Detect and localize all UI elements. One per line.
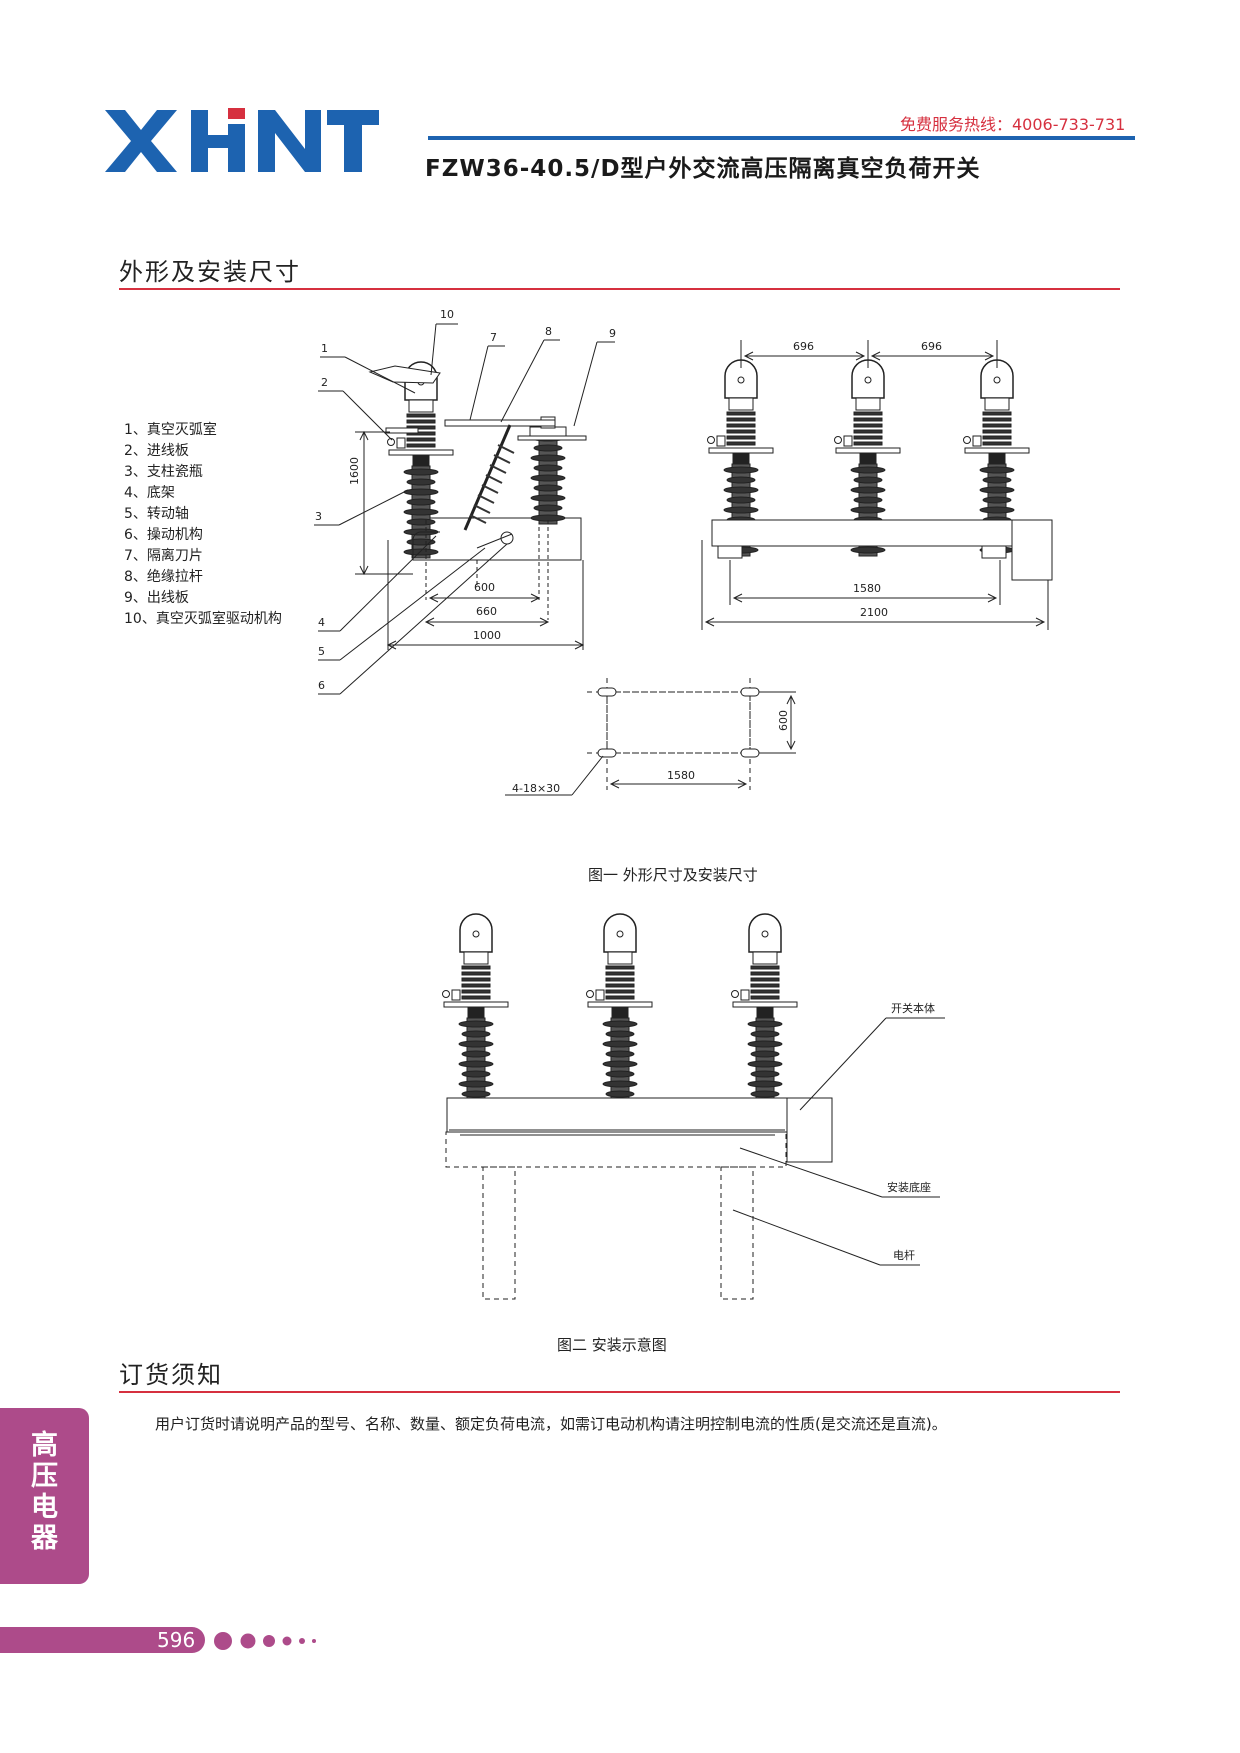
dim-pitch-b: 696 bbox=[921, 340, 942, 353]
dim-2100: 2100 bbox=[860, 606, 888, 619]
legend-item: 9、出线板 bbox=[124, 590, 189, 606]
label-mounting-base: 安装底座 bbox=[887, 1180, 931, 1194]
dim-holes: 4-18×30 bbox=[512, 782, 560, 795]
section-title-ordering: 订货须知 bbox=[119, 1361, 223, 1389]
dim-pitch-a: 696 bbox=[793, 340, 814, 353]
category-tab: 高 压 电 器 bbox=[0, 1408, 89, 1584]
category-char: 电 bbox=[31, 1492, 58, 1523]
label-switch-body: 开关本体 bbox=[891, 1001, 935, 1015]
callout-7: 7 bbox=[490, 331, 497, 344]
callout-8: 8 bbox=[545, 325, 552, 338]
legend-item: 1、真空灭弧室 bbox=[124, 422, 217, 438]
dim-hole-x: 1580 bbox=[667, 769, 695, 782]
figure2-drawing: 开关本体 安装底座 电杆 bbox=[0, 900, 945, 1300]
legend-item: 2、进线板 bbox=[124, 443, 189, 459]
dim-660: 660 bbox=[476, 605, 497, 618]
callout-9: 9 bbox=[609, 327, 616, 340]
category-char: 高 bbox=[31, 1430, 58, 1461]
dim-hole-y: 600 bbox=[777, 710, 790, 731]
section-title-dimensions: 外形及安装尺寸 bbox=[119, 258, 301, 286]
xhnt-logo-mark bbox=[105, 108, 379, 172]
legend-item: 7、隔离刀片 bbox=[124, 548, 203, 564]
header-divider bbox=[428, 136, 1135, 140]
callout-5: 5 bbox=[318, 645, 325, 658]
figure1-caption: 图一 外形尺寸及安装尺寸 bbox=[588, 866, 758, 884]
legend-item: 10、真空灭弧室驱动机构 bbox=[124, 611, 282, 627]
dim-600: 600 bbox=[474, 581, 495, 594]
label-pole: 电杆 bbox=[893, 1248, 915, 1262]
parts-legend: 1、真空灭弧室 2、进线板 3、支柱瓷瓶 4、底架 5、转动轴 6、操动机构 7… bbox=[124, 420, 282, 630]
ordering-notice: 用户订货时请说明产品的型号、名称、数量、额定负荷电流，如需订电动机构请注明控制电… bbox=[155, 1415, 947, 1433]
callout-4: 4 bbox=[318, 616, 325, 629]
legend-item: 5、转动轴 bbox=[124, 506, 189, 522]
section-rule bbox=[119, 1391, 1120, 1393]
page-number: 596 bbox=[157, 1628, 196, 1652]
figure2-caption: 图二 安装示意图 bbox=[557, 1336, 667, 1354]
category-char: 器 bbox=[31, 1523, 58, 1554]
legend-item: 3、支柱瓷瓶 bbox=[124, 464, 203, 480]
callout-2: 2 bbox=[321, 376, 328, 389]
service-hotline: 免费服务热线：4006-733-731 bbox=[900, 115, 1126, 134]
legend-item: 8、绝缘拉杆 bbox=[124, 569, 203, 585]
footer-dots-decoration bbox=[214, 1632, 316, 1650]
dim-height: 1600 bbox=[348, 457, 361, 485]
callout-6: 6 bbox=[318, 679, 325, 692]
legend-item: 6、操动机构 bbox=[124, 527, 203, 543]
figure1-drawing: 1 2 3 4 5 6 7 8 9 10 1600 600 660 1000 bbox=[314, 308, 1053, 796]
callout-10: 10 bbox=[440, 308, 454, 321]
footer-bar bbox=[0, 1627, 205, 1653]
section-rule bbox=[119, 288, 1120, 290]
product-title: FZW36-40.5/D型户外交流高压隔离真空负荷开关 bbox=[425, 156, 981, 182]
xhnt-logo bbox=[103, 106, 383, 180]
dim-1580: 1580 bbox=[853, 582, 881, 595]
callout-1: 1 bbox=[321, 342, 328, 355]
callout-3: 3 bbox=[315, 510, 322, 523]
category-char: 压 bbox=[31, 1461, 58, 1492]
legend-item: 4、底架 bbox=[124, 485, 175, 501]
dim-1000: 1000 bbox=[473, 629, 501, 642]
